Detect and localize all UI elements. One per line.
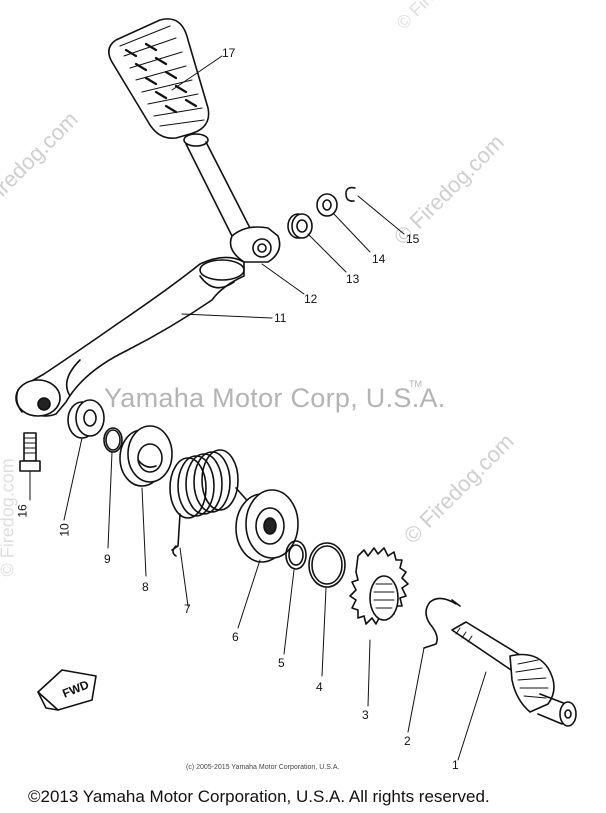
callout-17: 17 xyxy=(222,46,236,60)
callout-8: 8 xyxy=(142,580,149,594)
callout-14: 14 xyxy=(372,252,386,266)
callout-16: 16 xyxy=(15,504,30,518)
watermark-yamaha: Yamaha Motor Corp, U.S.A. xyxy=(104,383,446,413)
part-2-clip xyxy=(423,597,461,649)
callout-3: 3 xyxy=(362,708,369,722)
callout-9: 9 xyxy=(104,552,111,566)
part-17-grip xyxy=(108,18,210,140)
callout-15: 15 xyxy=(406,232,420,246)
footer-copyright: ©2013 Yamaha Motor Corporation, U.S.A. A… xyxy=(28,787,490,806)
part-16-bolt xyxy=(19,432,41,472)
callout-10: 10 xyxy=(57,523,72,537)
part-1-kick-axle xyxy=(451,621,577,727)
part-10-oil-seal xyxy=(67,399,105,439)
part-6-spring-plate xyxy=(235,489,299,563)
small-copyright: (c) 2005-2015 Yamaha Motor Corporation, … xyxy=(186,764,340,771)
callout-4: 4 xyxy=(316,680,323,694)
part-15-clip xyxy=(345,186,356,202)
part-13-bushing xyxy=(287,213,313,239)
part-3-kick-gear xyxy=(349,547,409,625)
part-7-torsion-spring xyxy=(169,449,253,557)
callout-7: 7 xyxy=(184,602,191,616)
part-8-spring-guide xyxy=(119,425,173,487)
watermark-tm: TM xyxy=(409,379,422,389)
part-5-washer xyxy=(285,540,307,570)
callout-13: 13 xyxy=(346,272,360,286)
part-11-kick-lever xyxy=(15,133,281,417)
leader-lines xyxy=(29,55,487,761)
callout-12: 12 xyxy=(304,292,318,306)
callout-1: 1 xyxy=(452,758,459,772)
callout-2: 2 xyxy=(404,734,411,748)
part-4-ring xyxy=(308,542,346,588)
callout-6: 6 xyxy=(232,630,239,644)
fwd-arrow-icon xyxy=(37,669,97,711)
part-9-circlip xyxy=(103,427,123,453)
callout-11: 11 xyxy=(274,311,287,325)
part-14-washer xyxy=(316,193,338,217)
callout-5: 5 xyxy=(278,656,285,670)
